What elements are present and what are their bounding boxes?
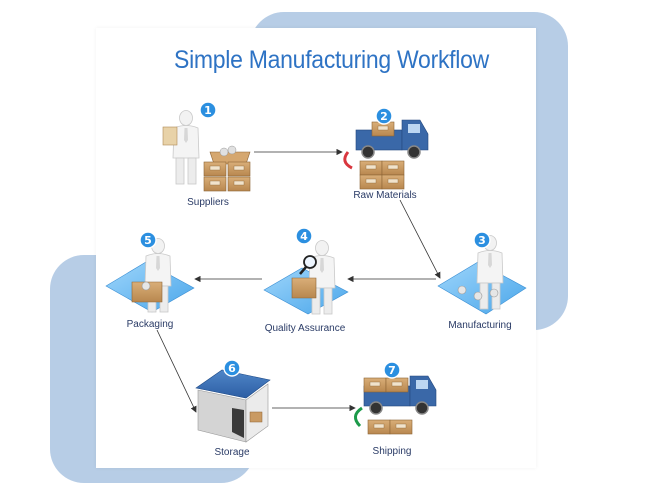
svg-text:1: 1 <box>204 104 212 117</box>
quality-box-icon <box>291 277 317 299</box>
step-shipping: 7 Shipping <box>354 361 437 457</box>
step-raw-materials: 2 Raw Materials <box>343 107 429 201</box>
step-label-raw-materials: Raw Materials <box>353 190 416 201</box>
svg-text:3: 3 <box>478 234 486 247</box>
step-badge-6: 6 <box>223 359 241 377</box>
unloading-arrow-icon <box>354 406 363 428</box>
step-badge-7: 7 <box>383 361 401 379</box>
step-badge-4: 4 <box>295 227 313 245</box>
step-packaging: 5 Packaging <box>105 231 195 330</box>
step-label-shipping: Shipping <box>373 446 412 457</box>
packaging-box-icon <box>131 281 163 303</box>
arrow-packaging-to-storage <box>156 329 197 413</box>
warehouse-icon <box>195 369 271 443</box>
svg-text:4: 4 <box>300 230 308 243</box>
flow-arrows <box>156 148 441 413</box>
step-manufacturing: 3 Manufacturing <box>437 231 527 331</box>
shipping-truck-icon <box>363 375 437 435</box>
raw-materials-truck-icon <box>355 119 429 190</box>
step-badge-3: 3 <box>473 231 491 249</box>
loading-arrow-icon <box>343 151 353 170</box>
step-storage: 6 Storage <box>195 359 271 458</box>
svg-text:6: 6 <box>228 362 236 375</box>
gear-icon <box>457 285 499 301</box>
step-label-storage: Storage <box>214 447 249 458</box>
supplier-boxes-icon <box>203 145 251 192</box>
magnifier-icon <box>299 255 317 275</box>
diagram-title: Simple Manufacturing Workflow <box>174 46 489 74</box>
step-quality-assurance: 4 Quality Assurance <box>263 227 349 334</box>
step-badge-1: 1 <box>199 101 217 119</box>
step-label-suppliers: Suppliers <box>187 197 229 208</box>
svg-text:2: 2 <box>380 110 388 123</box>
svg-text:7: 7 <box>388 364 396 377</box>
step-badge-5: 5 <box>139 231 157 249</box>
step-suppliers: 1 Suppliers <box>162 101 251 208</box>
arrow-raw-materials-to-manufacturing <box>399 199 441 279</box>
step-label-packaging: Packaging <box>127 319 174 330</box>
svg-text:5: 5 <box>144 234 152 247</box>
step-badge-2: 2 <box>375 107 393 125</box>
step-label-quality-assurance: Quality Assurance <box>265 323 346 334</box>
supplier-person-icon <box>162 110 200 185</box>
step-label-manufacturing: Manufacturing <box>448 320 511 331</box>
